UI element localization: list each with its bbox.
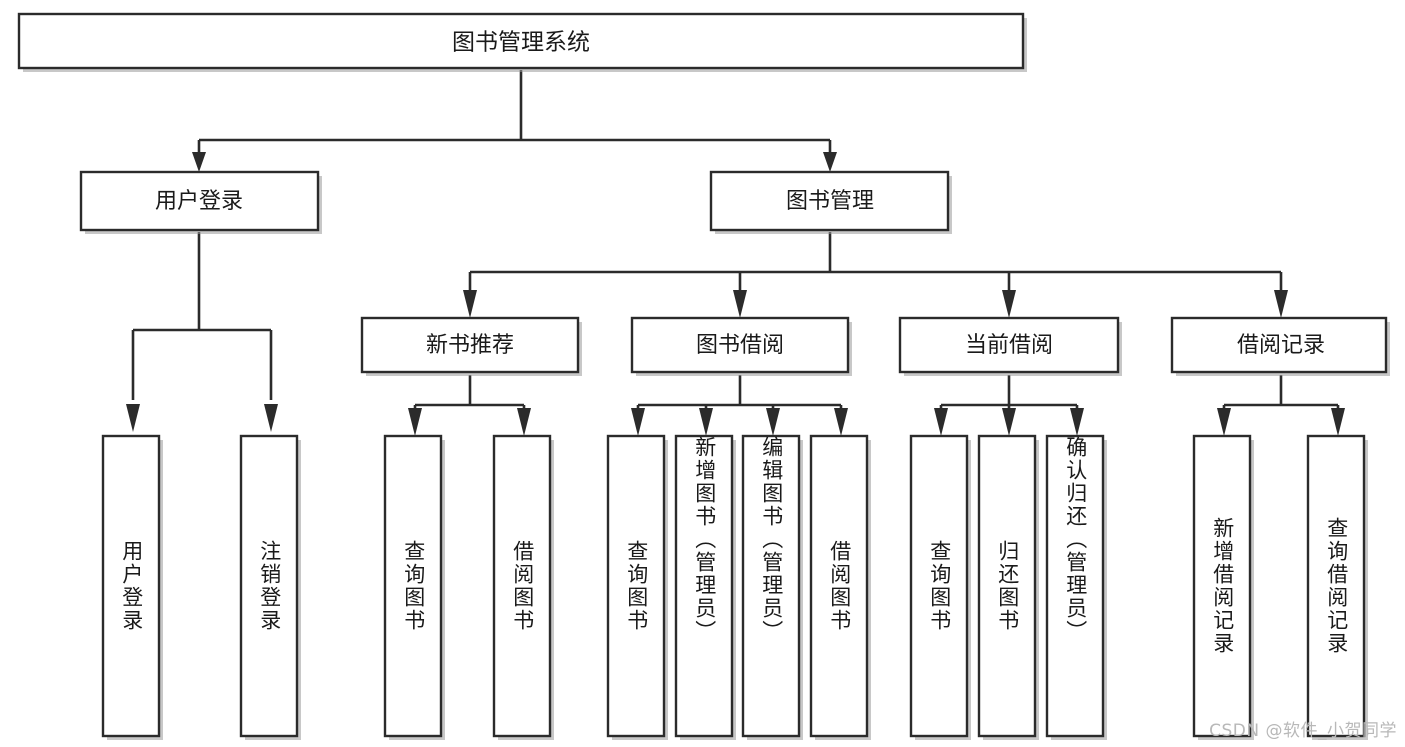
node-borrow-record-label: 借阅记录	[1237, 333, 1325, 358]
arrow-leaf-edit-book	[766, 408, 780, 436]
node-book-borrow-box[interactable]	[630, 316, 850, 374]
node-current-borrow[interactable]: 当前借阅	[898, 316, 1122, 376]
arrow-new-book-recommend	[463, 290, 477, 318]
arrow-leaf-query-book-1	[408, 408, 422, 436]
node-leaf-borrow-book-2[interactable]	[809, 434, 871, 740]
node-leaf-query-record[interactable]	[1306, 434, 1368, 740]
node-user-login-label: 用户登录	[155, 189, 243, 214]
node-leaf-user-login-box[interactable]	[101, 434, 161, 738]
node-leaf-query-book-2-box[interactable]	[606, 434, 666, 738]
node-leaf-borrow-book-2-box[interactable]	[809, 434, 869, 738]
arrow-leaf-return-book	[1002, 408, 1016, 436]
node-current-borrow-label: 当前借阅	[965, 333, 1053, 358]
arrow-leaf-query-book-2	[631, 408, 645, 436]
node-borrow-record[interactable]: 借阅记录	[1170, 316, 1390, 376]
node-leaf-borrow-book-1-box[interactable]	[492, 434, 552, 738]
node-book-borrow[interactable]: 图书借阅	[630, 316, 852, 376]
node-root-label: 图书管理系统	[452, 30, 590, 56]
node-root[interactable]: 图书管理系统	[17, 12, 1027, 72]
node-new-book-recommend-label: 新书推荐	[426, 333, 514, 358]
node-leaf-query-book-1-box[interactable]	[383, 434, 443, 738]
connector-group	[126, 70, 1345, 436]
node-leaf-add-book[interactable]	[674, 434, 736, 740]
node-leaf-borrow-book-1[interactable]	[492, 434, 554, 740]
node-leaf-return-book-box[interactable]	[977, 434, 1037, 738]
arrow-leaf-user-login	[126, 404, 140, 432]
node-new-book-recommend-box[interactable]	[360, 316, 580, 374]
node-leaf-edit-book-box[interactable]	[741, 434, 801, 738]
arrow-leaf-query-book-3	[934, 408, 948, 436]
arrow-leaf-confirm-return	[1070, 408, 1084, 436]
node-leaf-query-book-1[interactable]	[383, 434, 445, 740]
node-leaf-query-book-2[interactable]	[606, 434, 668, 740]
node-leaf-confirm-return[interactable]	[1045, 434, 1107, 740]
arrow-leaf-logout	[264, 404, 278, 432]
node-book-manage-box[interactable]	[709, 170, 950, 232]
arrow-current-borrow	[1002, 290, 1016, 318]
arrow-userlogin	[192, 152, 206, 172]
arrow-leaf-add-record	[1217, 408, 1231, 436]
node-leaf-query-book-3[interactable]	[909, 434, 971, 740]
arrow-leaf-query-record	[1331, 408, 1345, 436]
node-leaf-add-book-box[interactable]	[674, 434, 734, 738]
node-leaf-add-record[interactable]	[1192, 434, 1254, 740]
node-borrow-record-box[interactable]	[1170, 316, 1388, 374]
node-book-manage-label: 图书管理	[786, 189, 874, 214]
arrow-leaf-add-book	[699, 408, 713, 436]
node-book-manage[interactable]: 图书管理	[709, 170, 952, 234]
node-leaf-return-book[interactable]	[977, 434, 1039, 740]
node-book-borrow-label: 图书借阅	[696, 333, 784, 358]
node-root-box[interactable]	[17, 12, 1025, 70]
node-leaf-logout-box[interactable]	[239, 434, 299, 738]
arrow-borrow-record	[1274, 290, 1288, 318]
node-leaf-query-record-box[interactable]	[1306, 434, 1366, 738]
node-leaf-user-login[interactable]	[101, 434, 163, 740]
node-leaf-confirm-return-box[interactable]	[1045, 434, 1105, 738]
node-user-login-box[interactable]	[79, 170, 320, 232]
node-leaf-query-book-3-box[interactable]	[909, 434, 969, 738]
node-leaf-add-record-box[interactable]	[1192, 434, 1252, 738]
arrow-leaf-borrow-book-2	[834, 408, 848, 436]
node-current-borrow-box[interactable]	[898, 316, 1120, 374]
node-leaf-logout[interactable]	[239, 434, 301, 740]
arrow-bookmanage	[823, 152, 837, 172]
node-user-login[interactable]: 用户登录	[79, 170, 322, 234]
node-leaf-edit-book[interactable]	[741, 434, 803, 740]
arrow-leaf-borrow-book-1	[517, 408, 531, 436]
csdn-watermark: CSDN @软件_小贺同学	[1209, 721, 1397, 741]
leaf-node-group	[101, 434, 1368, 740]
node-new-book-recommend[interactable]: 新书推荐	[360, 316, 582, 376]
arrow-book-borrow	[733, 290, 747, 318]
